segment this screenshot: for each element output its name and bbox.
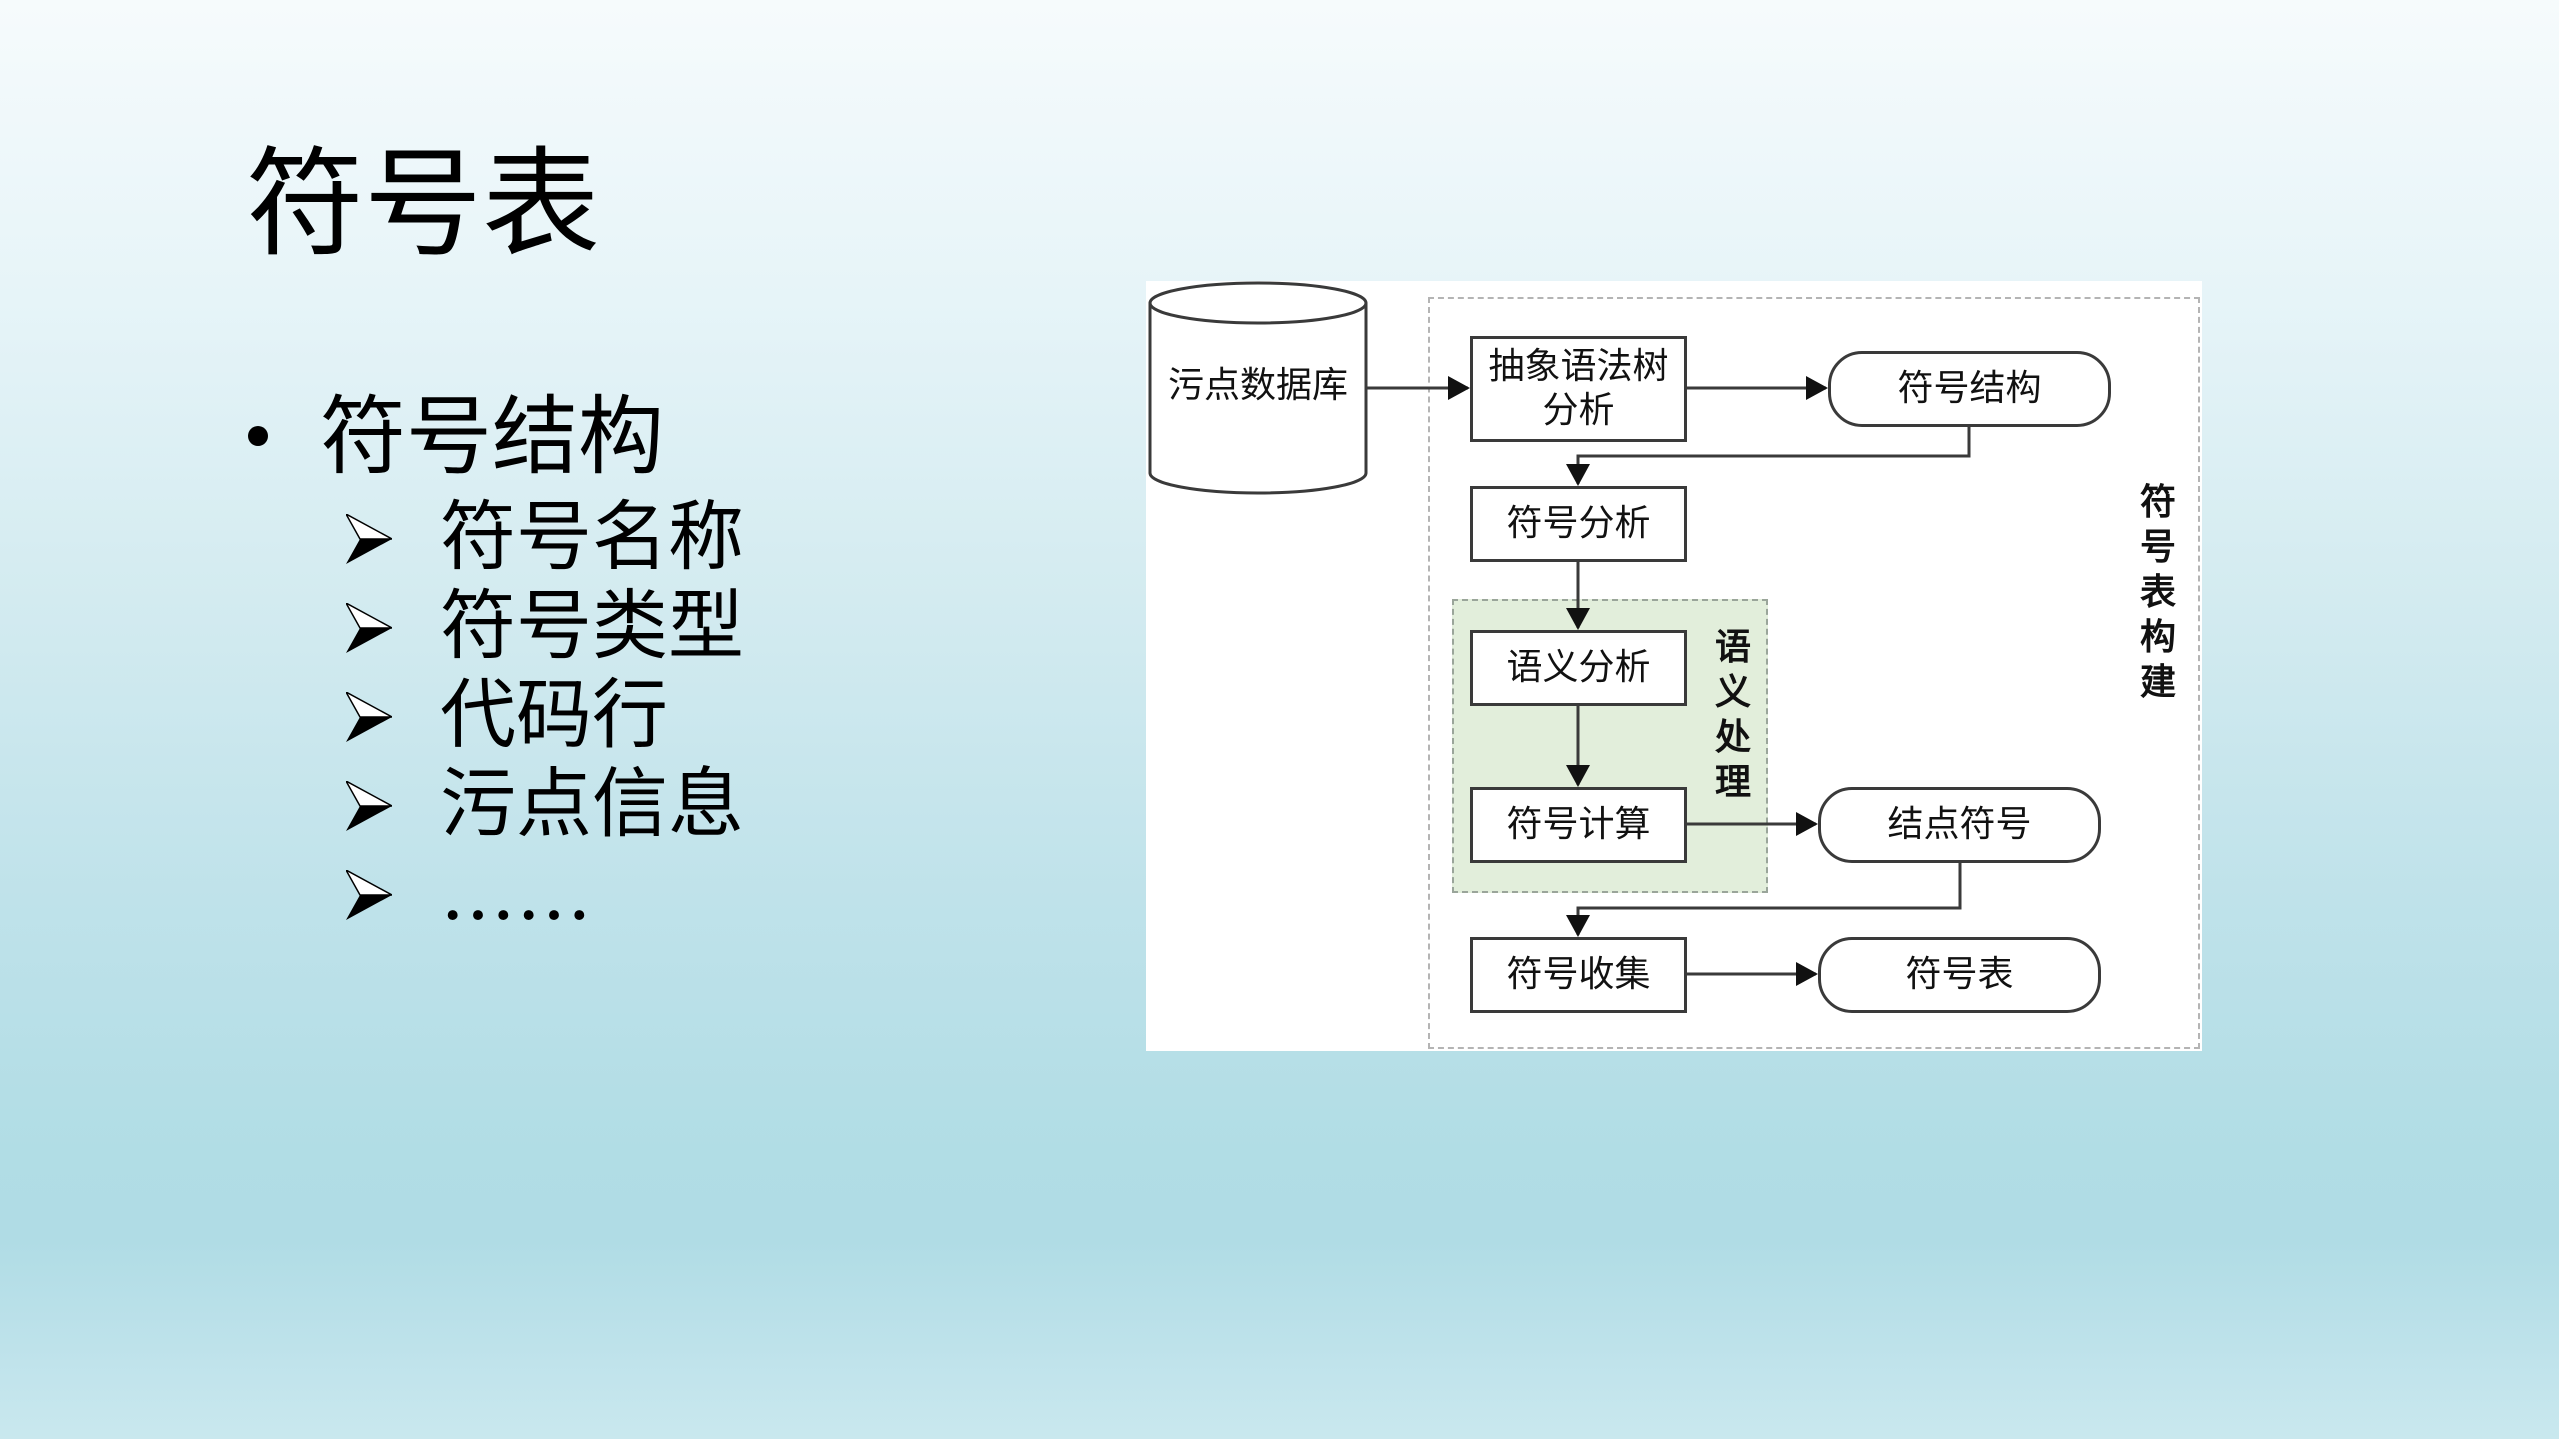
semantic-analysis-label: 语义分析	[1506, 647, 1651, 688]
node-symbol-label: 结点符号	[1887, 804, 2032, 845]
arrowhead-bullet-icon	[346, 603, 392, 653]
flowchart-connectors	[1148, 281, 1971, 986]
arrowhead-bullet-icon	[346, 692, 392, 742]
arrowhead-bullet-icon	[346, 781, 392, 831]
semantic-processing-label: 语义处理	[1714, 627, 1751, 803]
symbol-collection-node: 符号收集	[1470, 937, 1687, 1013]
ast-analysis-node: 抽象语法树 分析	[1470, 336, 1687, 442]
arrowhead-bullet-icon	[346, 514, 392, 564]
sub-bullet-label: 符号名称	[440, 492, 744, 581]
ast-analysis-line2: 分析	[1542, 390, 1615, 431]
semantic-analysis-node: 语义分析	[1470, 630, 1687, 706]
symbol-analysis-label: 符号分析	[1506, 503, 1651, 544]
node-symbol-node: 结点符号	[1818, 787, 2101, 863]
bullet-label: 符号结构	[320, 387, 664, 487]
symbol-collection-label: 符号收集	[1506, 954, 1651, 995]
flowchart-panel: 污点数据库 抽象语法树 分析 符号结构 符号分析 语义分析 符号计算 结点符号 …	[1146, 281, 2202, 1051]
sub-bullet-label: 污点信息	[440, 759, 744, 848]
symbol-table-construction-label: 符号表构建	[2139, 482, 2176, 703]
symbol-computation-node: 符号计算	[1470, 787, 1687, 863]
arrowhead-bullet-icon	[346, 870, 392, 920]
round-bullet-icon	[248, 426, 268, 446]
sub-bullet-label: ……	[440, 848, 592, 937]
symbol-table-node: 符号表	[1818, 937, 2101, 1013]
symbol-table-construction-group	[1428, 297, 2200, 1049]
sub-bullet-label: 代码行	[440, 670, 668, 759]
sub-bullet-label: 符号类型	[440, 581, 744, 670]
symbol-structure-label: 符号结构	[1897, 368, 2042, 409]
taint-database-label: 污点数据库	[1167, 365, 1348, 406]
ast-analysis-line1: 抽象语法树	[1488, 346, 1669, 387]
slide-title: 符号表	[246, 135, 601, 273]
database-cylinder-icon	[1148, 281, 1368, 495]
symbol-analysis-node: 符号分析	[1470, 486, 1687, 562]
symbol-structure-node: 符号结构	[1828, 351, 2111, 427]
symbol-table-label: 符号表	[1905, 954, 2014, 995]
symbol-computation-label: 符号计算	[1506, 804, 1651, 845]
